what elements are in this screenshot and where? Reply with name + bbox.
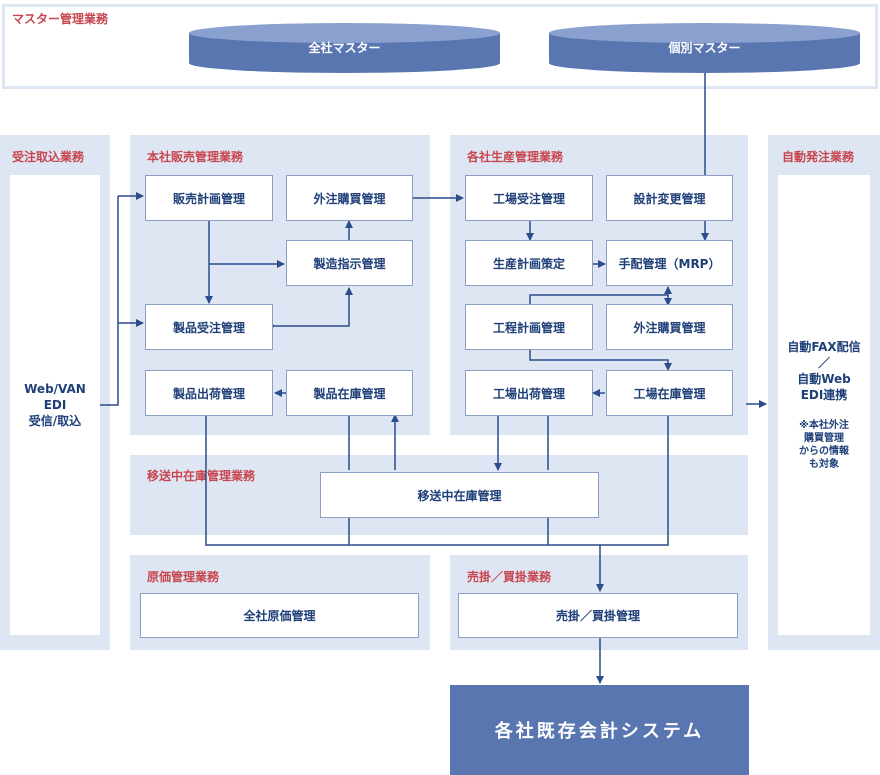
outsource-purchase-prod-box[interactable]: 外注購買管理 xyxy=(606,304,733,350)
auto-order-line2: ／ xyxy=(817,356,830,370)
product-order-box[interactable]: 製品受注管理 xyxy=(145,304,273,350)
order-intake-title: 受注取込業務 xyxy=(12,150,85,164)
factory-shipping-box[interactable]: 工場出荷管理 xyxy=(465,370,593,416)
individual-master-label: 個別マスター xyxy=(668,41,741,55)
factory-order-box[interactable]: 工場受注管理 xyxy=(465,175,593,221)
auto-order-note1: ※本社外注 xyxy=(799,420,849,431)
company-master-cylinder xyxy=(189,23,500,73)
manufacturing-instruction-box[interactable]: 製造指示管理 xyxy=(286,240,413,286)
production-title: 各社生産管理業務 xyxy=(467,150,564,164)
order-intake-box: Web/VAN EDI 受信/取込 xyxy=(10,175,100,635)
company-master-label: 全社マスター xyxy=(308,41,381,55)
master-panel-title: マスター管理業務 xyxy=(12,12,109,26)
company-cost-box[interactable]: 全社原価管理 xyxy=(140,593,419,638)
individual-master-cylinder xyxy=(549,23,860,73)
transit-inventory-box[interactable]: 移送中在庫管理 xyxy=(320,472,599,518)
factory-inventory-box[interactable]: 工場在庫管理 xyxy=(606,370,733,416)
order-intake-line2: EDI xyxy=(43,398,67,412)
auto-order-note3: からの情報 xyxy=(799,446,849,457)
cost-title: 原価管理業務 xyxy=(147,570,220,584)
production-planning-box[interactable]: 生産計画策定 xyxy=(465,240,593,286)
arrangement-mrp-box[interactable]: 手配管理（MRP） xyxy=(606,240,733,286)
process-planning-box[interactable]: 工程計画管理 xyxy=(465,304,593,350)
auto-order-line1: 自動FAX配信 xyxy=(787,340,861,354)
auto-order-title: 自動発注業務 xyxy=(782,150,855,164)
product-inventory-box[interactable]: 製品在庫管理 xyxy=(286,370,413,416)
auto-order-line3: 自動Web xyxy=(797,372,851,386)
transit-title: 移送中在庫管理業務 xyxy=(147,469,256,483)
auto-order-note2: 購買管理 xyxy=(804,433,844,444)
product-shipping-box[interactable]: 製品出荷管理 xyxy=(145,370,273,416)
order-intake-line3: 受信/取込 xyxy=(28,414,82,428)
receivable-title: 売掛／買掛業務 xyxy=(467,570,552,584)
accounting-system-box[interactable]: 各社既存会計システム xyxy=(450,685,749,775)
outsource-purchase-hq-box[interactable]: 外注購買管理 xyxy=(286,175,413,221)
design-change-box[interactable]: 設計変更管理 xyxy=(606,175,733,221)
order-intake-line1: Web/VAN xyxy=(24,382,86,396)
auto-order-line4: EDI連携 xyxy=(800,388,848,402)
auto-order-note4: も対象 xyxy=(809,459,839,470)
sales-hq-title: 本社販売管理業務 xyxy=(147,150,244,164)
receivable-payable-box[interactable]: 売掛／買掛管理 xyxy=(458,593,738,638)
sales-planning-box[interactable]: 販売計画管理 xyxy=(145,175,273,221)
auto-order-box: 自動FAX配信 ／ 自動Web EDI連携 ※本社外注 購買管理 からの情報 も… xyxy=(778,175,870,635)
